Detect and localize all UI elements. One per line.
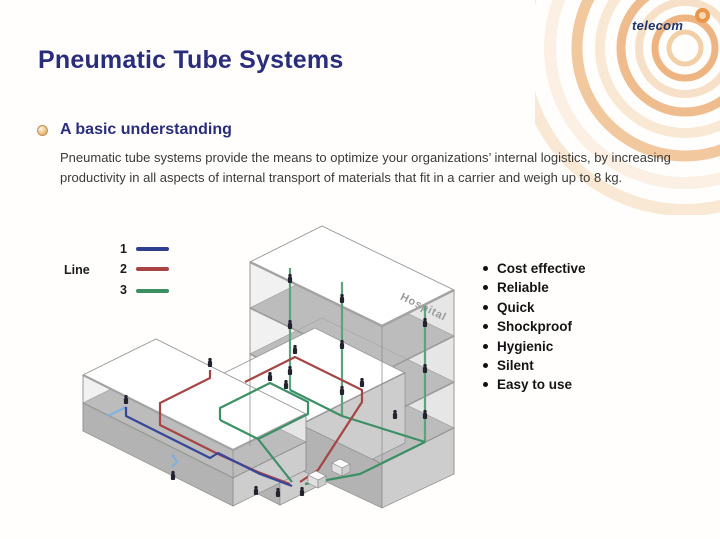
list-item: Shockproof	[482, 317, 586, 336]
bullet-icon	[483, 324, 488, 330]
legend-line-3-swatch	[136, 289, 169, 293]
section-body-text: Pneumatic tube systems provide the means…	[60, 150, 671, 185]
blower-units	[307, 458, 351, 489]
bullet-icon	[483, 285, 488, 291]
list-item: Cost effective	[482, 259, 586, 278]
brand-wordmark: telecom	[632, 18, 684, 33]
list-item: Hygienic	[482, 337, 586, 356]
list-item: Easy to use	[482, 375, 586, 394]
bullet-icon	[483, 343, 488, 349]
legend-line-1-number: 1	[120, 242, 127, 256]
tube-line-1-blue	[107, 406, 293, 488]
pneumatic-tube-building-diagram: Hospital	[81, 225, 456, 509]
bullet-icon	[483, 266, 488, 271]
legend-line-2-number: 2	[120, 262, 127, 276]
section-bullet-icon	[37, 125, 48, 136]
brand-dot-icon	[695, 8, 710, 23]
list-item: Quick	[482, 298, 586, 317]
legend-line-1-swatch	[136, 247, 169, 251]
section-heading: A basic understanding	[60, 121, 232, 138]
bullet-icon	[483, 382, 488, 388]
list-item: Reliable	[482, 278, 586, 297]
bullet-icon	[483, 304, 488, 310]
page-title: Pneumatic Tube Systems	[38, 46, 344, 74]
legend-label: Line	[64, 263, 90, 277]
bullet-icon	[483, 362, 488, 368]
diagram-legend: Line 1 2 3	[62, 242, 182, 302]
list-item: Silent	[482, 356, 586, 375]
benefits-list: Cost effective Reliable Quick Shockproof…	[482, 259, 586, 395]
legend-line-2-swatch	[136, 267, 169, 271]
legend-line-3-number: 3	[120, 283, 127, 297]
